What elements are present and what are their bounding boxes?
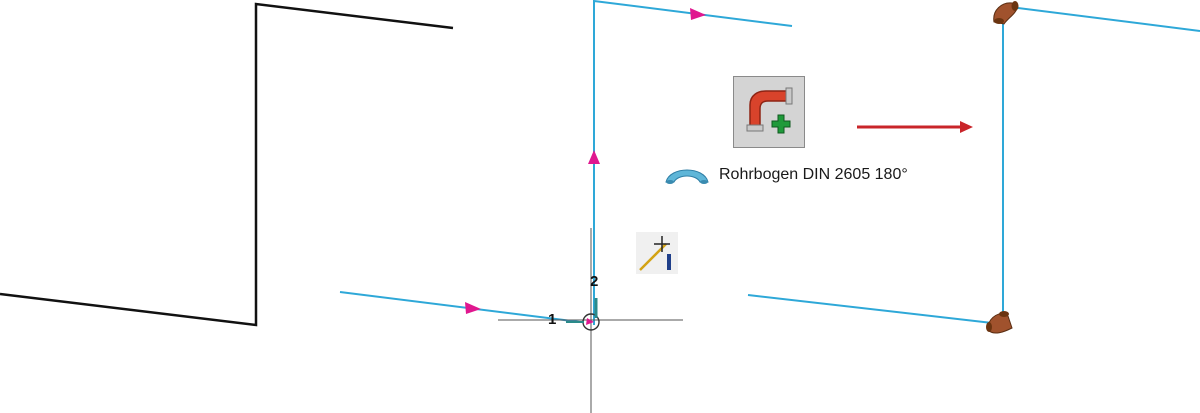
pipe-run-middle[interactable] <box>339 0 793 325</box>
pipe-elbow-icon <box>665 169 709 184</box>
coordinate-cross <box>498 228 683 413</box>
elbow-type-label: Rohrbogen DIN 2605 180° <box>719 166 908 183</box>
pipe-elbow-fitting[interactable] <box>993 1 1019 25</box>
transform-arrow <box>857 121 973 133</box>
insert-pipe-fitting-button[interactable] <box>733 76 805 148</box>
pipe-elbow-fitting[interactable] <box>986 311 1013 334</box>
axis-2-label: 2 <box>590 273 599 290</box>
snap-line-icon <box>639 236 671 271</box>
direction-marker <box>465 302 481 314</box>
direction-marker <box>690 8 706 20</box>
axis-1-label: 1 <box>548 311 557 328</box>
direction-marker <box>588 150 600 164</box>
original-polyline <box>0 2 454 327</box>
pipe-run-result[interactable] <box>747 1 1200 334</box>
snap-line-tool[interactable] <box>636 232 678 274</box>
pipe-fitting-add-icon <box>746 87 793 134</box>
